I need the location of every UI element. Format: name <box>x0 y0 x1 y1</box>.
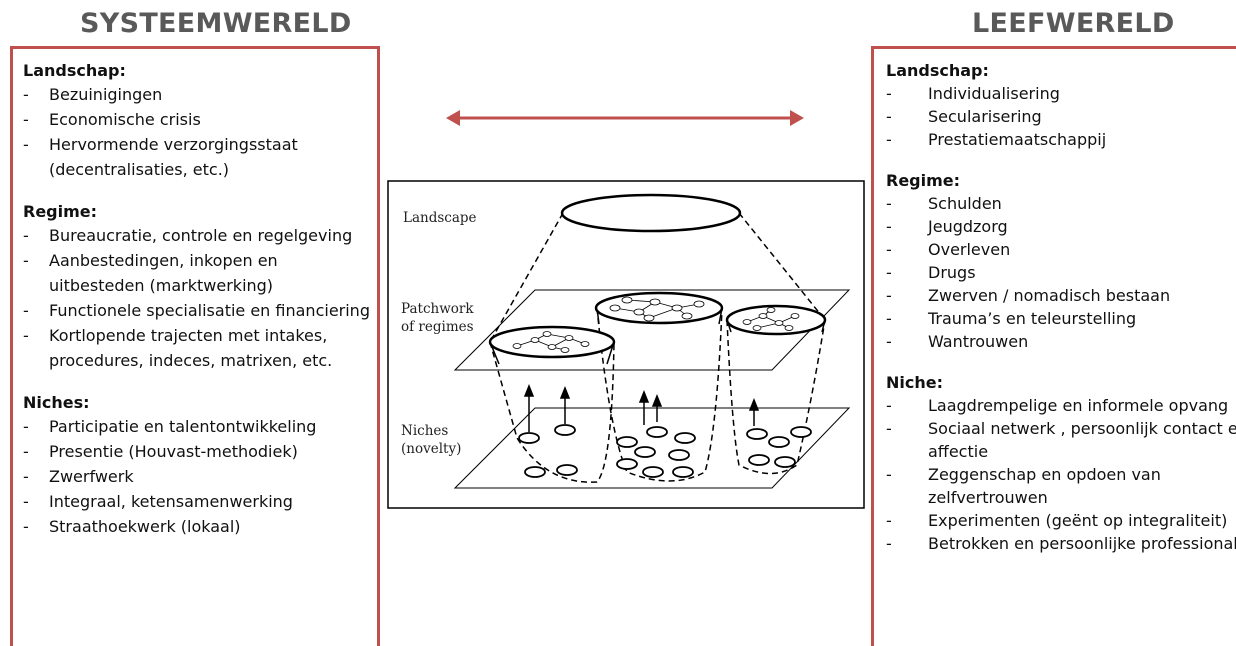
left-landschap-title: Landschap: <box>23 61 126 80</box>
right-landschap-title: Landschap: <box>886 61 989 80</box>
list-item: -Aanbestedingen, inkopen en uitbesteden … <box>23 251 278 295</box>
left-regime-list: -Bureaucratie, controle en regelgeving -… <box>23 223 377 373</box>
patchwork-label: Patchwork <box>401 301 474 317</box>
systeemwereld-panel: Landschap: -Bezuinigingen -Economische c… <box>10 46 380 646</box>
multi-level-diagram: Landscape Patchwork of regimes Niches (n… <box>387 180 865 509</box>
left-niches-title: Niches: <box>23 393 90 412</box>
right-regime-section: Regime: -Schulden -Jeugdzorg -Overleven … <box>886 169 1236 353</box>
right-landschap-section: Landschap: -Individualisering -Secularis… <box>886 59 1236 151</box>
list-item: -Wantrouwen <box>886 332 1029 351</box>
list-item: -Trauma’s en teleurstelling <box>886 309 1137 328</box>
list-item: -Hervormende verzorgingsstaat (decentral… <box>23 135 298 179</box>
list-item: -Secularisering <box>886 107 1042 126</box>
left-regime-title: Regime: <box>23 202 98 221</box>
left-regime-section: Regime: -Bureaucratie, controle en regel… <box>23 200 377 373</box>
left-niches-list: -Participatie en talentontwikkeling -Pre… <box>23 414 377 539</box>
regime-network-middle <box>609 296 705 322</box>
list-item: -Integraal, ketensamenwerking <box>23 492 293 511</box>
list-item: -Drugs <box>886 263 976 282</box>
left-landschap-section: Landschap: -Bezuinigingen -Economische c… <box>23 59 377 182</box>
double-arrow-icon <box>446 110 804 126</box>
niche-cone-middle <box>596 307 723 482</box>
list-item: -Prestatiemaatschappij <box>886 130 1107 149</box>
right-landschap-list: -Individualisering -Secularisering -Pres… <box>886 82 1236 151</box>
landscape-cone-line-right <box>738 212 826 321</box>
regime-ellipse-right <box>725 304 827 336</box>
left-landschap-list: -Bezuinigingen -Economische crisis -Herv… <box>23 82 377 182</box>
list-item: -Overleven <box>886 240 1011 259</box>
list-item: -Participatie en talentontwikkeling <box>23 417 317 436</box>
list-item: -Bezuinigingen <box>23 85 163 104</box>
right-regime-list: -Schulden -Jeugdzorg -Overleven -Drugs -… <box>886 192 1236 353</box>
niche-cone-left <box>489 341 615 483</box>
right-regime-title: Regime: <box>886 171 961 190</box>
list-item: -Betrokken en persoonlijke professionals <box>886 534 1236 553</box>
list-item: -Straathoekwerk (lokaal) <box>23 517 241 536</box>
niches-label-2: (novelty) <box>401 441 461 457</box>
list-item: -Jeugdzorg <box>886 217 1008 236</box>
niches-label: Niches <box>401 423 448 439</box>
list-item: -Economische crisis <box>23 110 201 129</box>
upward-arrows <box>523 383 760 432</box>
list-item: -Zwerfwerk <box>23 467 134 486</box>
right-niche-list: -Laagdrempelige en informele opvang -Soc… <box>886 394 1236 555</box>
list-item: -Laagdrempelige en informele opvang <box>886 396 1229 415</box>
leefwereld-panel: Landschap: -Individualisering -Secularis… <box>871 46 1236 646</box>
list-item: -Kortlopende trajecten met intakes, proc… <box>23 326 333 370</box>
regime-network-right <box>742 307 800 331</box>
list-item: -Zeggenschap en opdoen van zelfvertrouwe… <box>886 465 1161 507</box>
list-item: -Individualisering <box>886 84 1060 103</box>
list-item: -Zwerven / nomadisch bestaan <box>886 286 1171 305</box>
landscape-label: Landscape <box>403 210 477 226</box>
niche-plane <box>453 407 851 489</box>
regime-network-left <box>512 331 590 353</box>
list-item: -Schulden <box>886 194 1002 213</box>
list-item: -Presentie (Houvast-methodiek) <box>23 442 298 461</box>
systeemwereld-heading: SYSTEEMWERELD <box>80 8 352 39</box>
list-item: -Bureaucratie, controle en regelgeving <box>23 226 353 245</box>
left-niches-section: Niches: -Participatie en talentontwikkel… <box>23 391 377 539</box>
regime-ellipse-left <box>488 325 616 359</box>
leefwereld-heading: LEEFWERELD <box>972 8 1175 39</box>
right-niche-title: Niche: <box>886 373 943 392</box>
niche-cone-right <box>726 319 826 475</box>
landscape-ellipse <box>560 193 742 233</box>
patchwork-label-2: of regimes <box>401 319 474 335</box>
right-niche-section: Niche: -Laagdrempelige en informele opva… <box>886 371 1236 555</box>
niche-ellipses <box>518 424 812 478</box>
list-item: -Experimenten (geënt op integraliteit) <box>886 511 1228 530</box>
list-item: -Sociaal netwerk , persoonlijk contact e… <box>886 419 1236 461</box>
list-item: -Functionele specialisatie en financieri… <box>23 301 370 320</box>
landscape-cone-line-left <box>489 212 564 343</box>
